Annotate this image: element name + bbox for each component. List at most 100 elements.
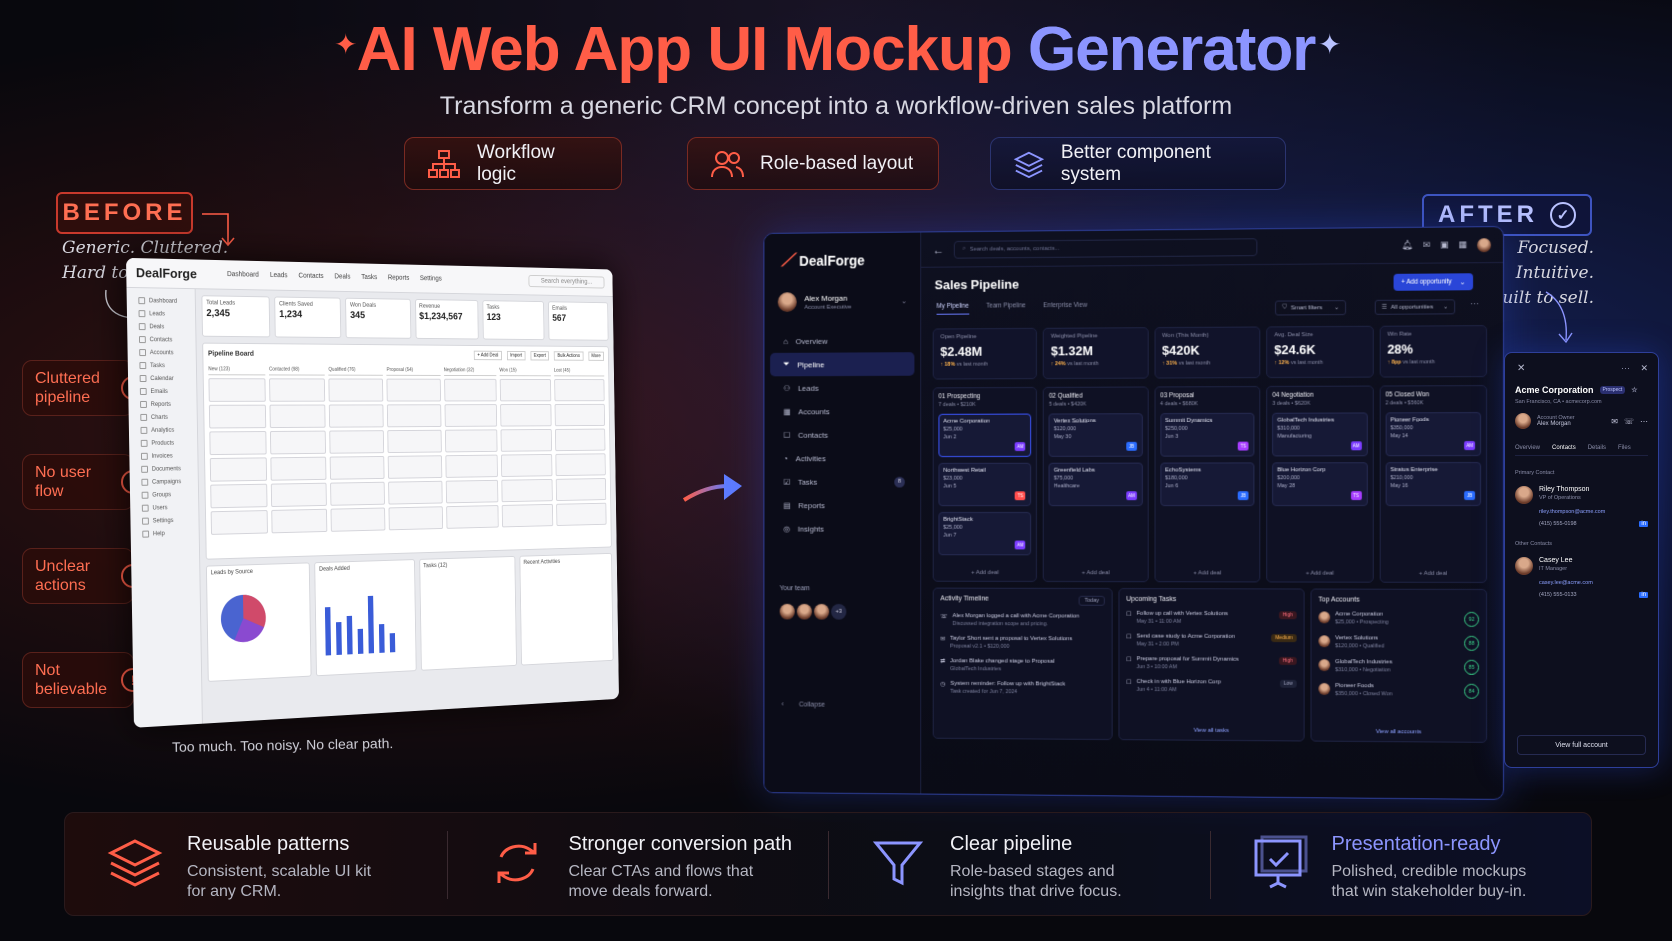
add-deal-button[interactable]: + Add deal: [1081, 570, 1110, 577]
before-side-item[interactable]: Documents: [129, 462, 197, 476]
sidebar-item-overview[interactable]: ⌂Overview: [770, 329, 914, 353]
before-board-action[interactable]: Import: [506, 350, 526, 361]
before-top-nav-item[interactable]: Reports: [387, 274, 410, 282]
before-deal-card[interactable]: [269, 378, 326, 402]
before-deal-card[interactable]: [556, 502, 607, 526]
calendar-icon[interactable]: ▣: [1440, 239, 1449, 250]
before-deal-card[interactable]: [387, 429, 442, 454]
checkbox-icon[interactable]: ☐: [1126, 611, 1132, 618]
sidebar-item-reports[interactable]: ▤Reports: [770, 493, 914, 517]
before-deal-card[interactable]: [270, 430, 327, 455]
before-deal-card[interactable]: [443, 378, 497, 402]
contact-email[interactable]: riley.thompson@acme.com: [1539, 509, 1606, 515]
before-deal-card[interactable]: [329, 404, 385, 428]
collapse-button[interactable]: ‹ Collapse: [782, 701, 825, 708]
before-deal-card[interactable]: [209, 431, 267, 456]
before-deal-card[interactable]: [386, 378, 441, 402]
before-deal-card[interactable]: [388, 480, 443, 505]
before-deal-card[interactable]: [444, 404, 497, 427]
linkedin-icon[interactable]: in: [1639, 592, 1648, 598]
grid-icon[interactable]: ▦: [1458, 239, 1468, 250]
before-deal-card[interactable]: [444, 454, 498, 478]
tab-files[interactable]: Files: [1618, 445, 1631, 451]
sidebar-item-activities[interactable]: ◔Activities: [770, 446, 914, 470]
before-deal-card[interactable]: [330, 481, 386, 506]
view-full-account-button[interactable]: View full account: [1517, 735, 1646, 755]
tab-details[interactable]: Details: [1587, 445, 1607, 451]
before-deal-card[interactable]: [329, 455, 385, 480]
before-deal-card[interactable]: [210, 483, 268, 509]
before-side-item[interactable]: Emails: [128, 385, 196, 398]
sidebar-item-accounts[interactable]: ▦Accounts: [770, 399, 914, 423]
before-deal-card[interactable]: [270, 456, 327, 481]
tab-contacts[interactable]: Contacts: [1552, 445, 1576, 451]
before-deal-card[interactable]: [208, 378, 266, 402]
before-deal-card[interactable]: [444, 429, 498, 453]
before-deal-card[interactable]: [209, 457, 268, 482]
more-icon[interactable]: ⋯: [1470, 299, 1480, 310]
search-input[interactable]: ⌕Search deals, accounts, contacts...: [953, 237, 1258, 259]
close-icon[interactable]: ✕: [1517, 363, 1526, 374]
before-deal-card[interactable]: [500, 428, 552, 452]
before-side-item[interactable]: Campaigns: [130, 475, 198, 489]
bell-icon[interactable]: 🔔︎: [1401, 239, 1413, 250]
before-side-item[interactable]: Tasks: [128, 359, 196, 372]
before-deal-card[interactable]: [554, 428, 606, 452]
before-board-action[interactable]: + Add Deal: [473, 350, 502, 361]
before-deal-card[interactable]: [269, 404, 326, 429]
view-all-accounts-link[interactable]: View all accounts: [1375, 729, 1422, 736]
linkedin-icon[interactable]: in: [1639, 521, 1648, 527]
before-side-item[interactable]: Reports: [128, 398, 196, 411]
view-all-tasks-link[interactable]: View all tasks: [1193, 727, 1230, 734]
more-icon[interactable]: ⋯: [1621, 363, 1630, 373]
before-deal-card[interactable]: [387, 404, 442, 428]
before-board-action[interactable]: More: [588, 351, 605, 361]
checkbox-icon[interactable]: ☐: [1126, 634, 1132, 641]
today-select[interactable]: Today: [1078, 595, 1105, 606]
tab-team-pipeline[interactable]: Team Pipeline: [986, 302, 1026, 310]
before-deal-card[interactable]: [555, 453, 606, 477]
before-board-action[interactable]: Export: [530, 351, 550, 361]
account-item[interactable]: GlobalTech Industries$310,000 • Negotiat…: [1318, 659, 1480, 675]
before-side-item[interactable]: Leads: [127, 307, 195, 321]
avatar[interactable]: [779, 603, 795, 620]
before-deal-card[interactable]: [388, 455, 442, 479]
smart-filters-button[interactable]: ⛉ Smart filters⌄: [1275, 300, 1347, 316]
before-deal-card[interactable]: [208, 404, 267, 429]
before-side-item[interactable]: Accounts: [128, 346, 196, 359]
before-side-item[interactable]: Invoices: [129, 449, 197, 463]
add-deal-button[interactable]: + Add deal: [1418, 570, 1448, 577]
before-deal-card[interactable]: [500, 453, 553, 477]
before-deal-card[interactable]: [210, 510, 269, 535]
before-deal-card[interactable]: [445, 505, 499, 529]
before-top-nav-item[interactable]: Leads: [269, 272, 288, 280]
mail-icon[interactable]: ✉: [1422, 239, 1431, 250]
before-top-nav-item[interactable]: Deals: [334, 273, 351, 281]
before-board-action[interactable]: Bulk Actions: [554, 351, 584, 361]
mail-icon[interactable]: ✉: [1611, 416, 1618, 426]
before-deal-card[interactable]: [499, 378, 552, 402]
before-top-nav-item[interactable]: Contacts: [298, 272, 324, 280]
sidebar-item-insights[interactable]: ◎Insights: [770, 517, 914, 541]
before-deal-card[interactable]: [328, 378, 384, 402]
add-deal-button[interactable]: + Add deal: [1193, 570, 1222, 577]
before-side-item[interactable]: Analytics: [129, 424, 197, 437]
more-icon[interactable]: ⋯: [1640, 416, 1648, 426]
team-more[interactable]: +3: [831, 603, 847, 620]
